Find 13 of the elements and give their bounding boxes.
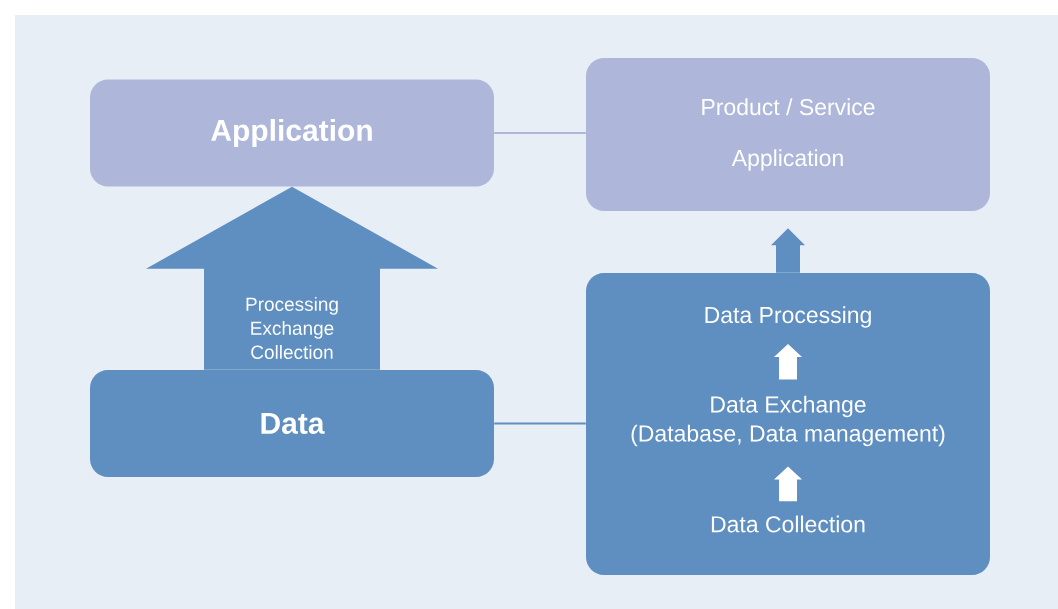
- step-label: Data Collection: [711, 515, 865, 533]
- product-box: Product / Service Application: [586, 58, 990, 211]
- step-label: Data Processing: [705, 306, 871, 328]
- connector-line: [493, 132, 587, 134]
- block-arrow: [774, 466, 802, 502]
- block-arrow: [771, 228, 805, 273]
- data-flow-box: [586, 273, 990, 575]
- application-box: Application: [90, 79, 494, 187]
- block-arrow: [774, 343, 802, 380]
- data-box: Data: [90, 370, 494, 477]
- edge-label: Processing Exchange Collection: [226, 296, 358, 360]
- step-label: Data Exchange (Database, Data management): [631, 395, 945, 447]
- connector-line: [493, 422, 587, 425]
